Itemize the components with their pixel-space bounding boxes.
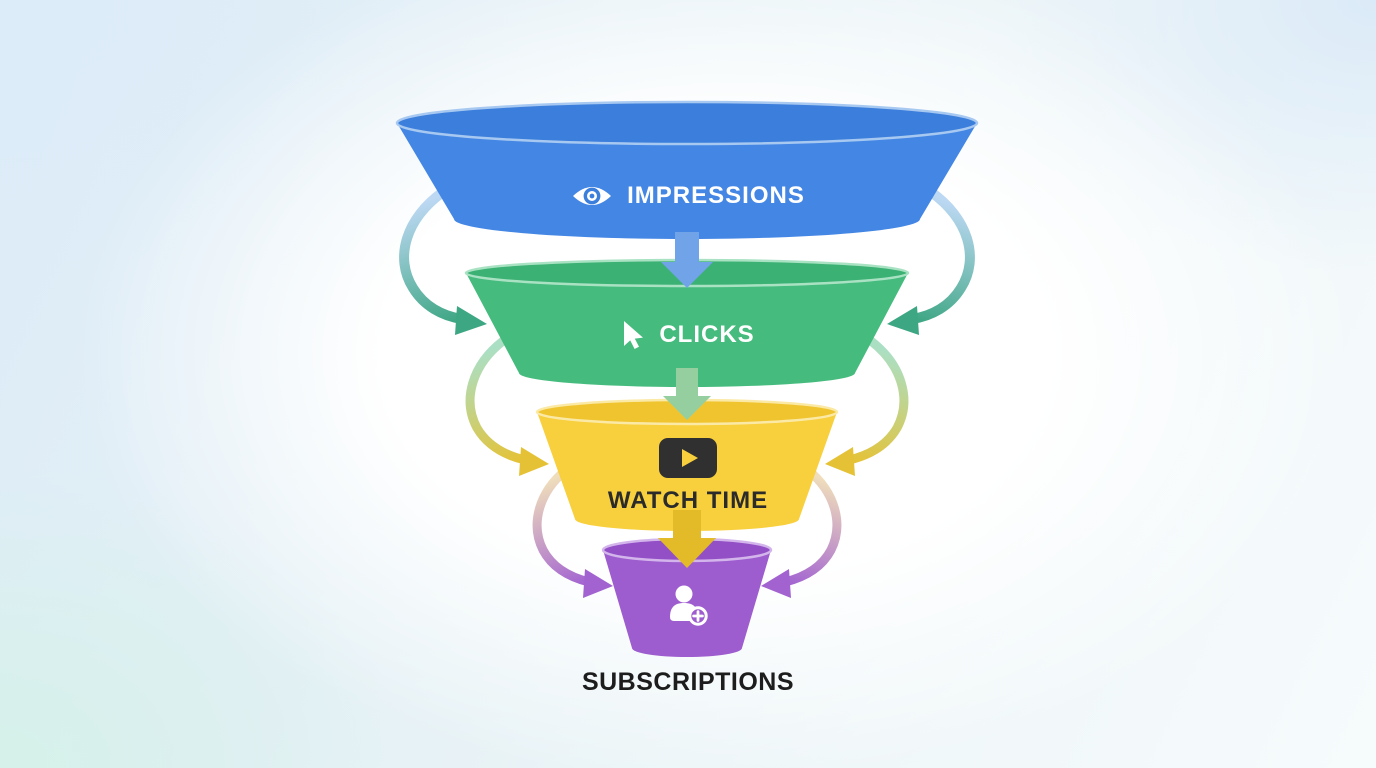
funnel-stage-clicks-body: [466, 273, 908, 387]
funnel-stage-impressions: [395, 100, 979, 239]
funnel-stage-impressions-top: [395, 100, 979, 146]
side-arrow-right-impressions-clicks: [887, 187, 975, 335]
side-arrow-left-clicks-watchtime: [465, 336, 549, 476]
side-arrow-left-watchtime-subscriptions: [532, 465, 613, 598]
down-arrow-clicks-to-watchtime: [663, 368, 711, 420]
side-arrow-right-watchtime-subscriptions: [761, 465, 842, 598]
funnel-stage-impressions-body: [397, 123, 977, 239]
side-arrow-right-clicks-watchtime: [825, 336, 909, 476]
down-arrow-watchtime-to-subscriptions: [658, 510, 716, 568]
side-arrow-left-impressions-clicks: [399, 187, 487, 335]
down-arrow-impressions-to-clicks: [661, 232, 713, 288]
